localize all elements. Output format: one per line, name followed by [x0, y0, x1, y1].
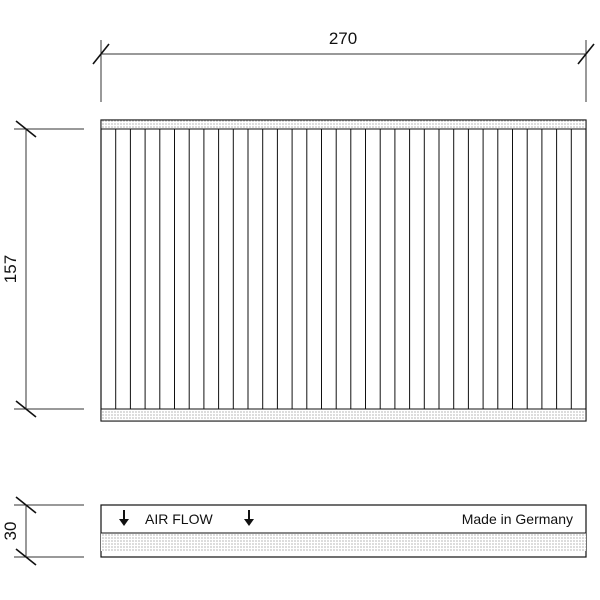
height-dimension: 157 [1, 120, 84, 418]
pleat-lines [115, 129, 572, 409]
height-tick-bottom [15, 400, 37, 418]
filter-top-view [100, 119, 587, 422]
arrow-down-icon [119, 510, 129, 526]
width-dimension-label: 270 [329, 29, 357, 48]
airflow-label: AIR FLOW [145, 511, 213, 527]
filter-side-view: AIR FLOW Made in Germany [100, 504, 587, 558]
width-dimension: 270 [92, 29, 595, 102]
depth-dimension-label: 30 [1, 522, 20, 541]
width-tick-right [577, 43, 595, 65]
origin-label: Made in Germany [462, 511, 573, 527]
height-tick-top [15, 120, 37, 138]
side-view-media [101, 533, 586, 551]
height-dimension-label: 157 [1, 255, 20, 283]
depth-tick-top [15, 496, 37, 514]
arrow-down-icon [244, 510, 254, 526]
depth-tick-bottom [15, 548, 37, 566]
filter-seal-top [100, 119, 587, 130]
depth-dimension: 30 [1, 496, 84, 566]
filter-frame [100, 119, 587, 422]
filter-seal-bottom [100, 408, 587, 422]
width-tick-left [92, 43, 110, 65]
